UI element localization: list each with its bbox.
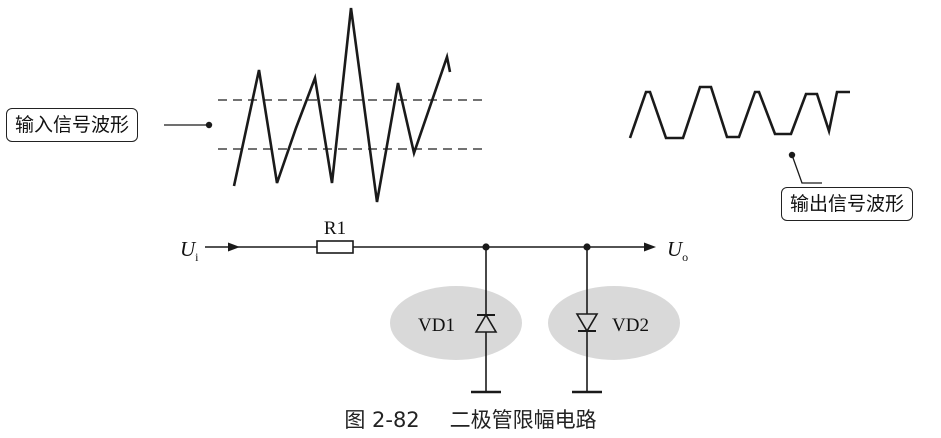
output-waveform	[628, 85, 850, 140]
vd2-triangle	[575, 313, 599, 333]
resistor-label: R1	[324, 218, 346, 239]
input-waveform	[232, 7, 452, 203]
output-arrow-head	[644, 242, 656, 252]
vd1-highlight	[390, 286, 522, 360]
input-callout-dot	[205, 121, 213, 129]
output-waveform-label: 输出信号波形	[781, 187, 914, 221]
output-voltage-label: Uo	[667, 237, 688, 264]
vd2-highlight	[548, 286, 680, 360]
figure-title: 二极管限幅电路	[449, 408, 597, 432]
input-waveform-label: 输入信号波形	[6, 108, 139, 142]
output-callout-leader	[791, 154, 822, 184]
figure-number: 图 2-82	[344, 408, 420, 432]
figure-caption: 图 2-82 二极管限幅电路	[0, 404, 941, 434]
resistor-r1	[316, 240, 354, 254]
input-arrow-head	[228, 242, 240, 252]
input-voltage-label: Ui	[180, 237, 199, 264]
diode2-label: VD2	[612, 315, 649, 336]
diode1-label: VD1	[418, 315, 455, 336]
